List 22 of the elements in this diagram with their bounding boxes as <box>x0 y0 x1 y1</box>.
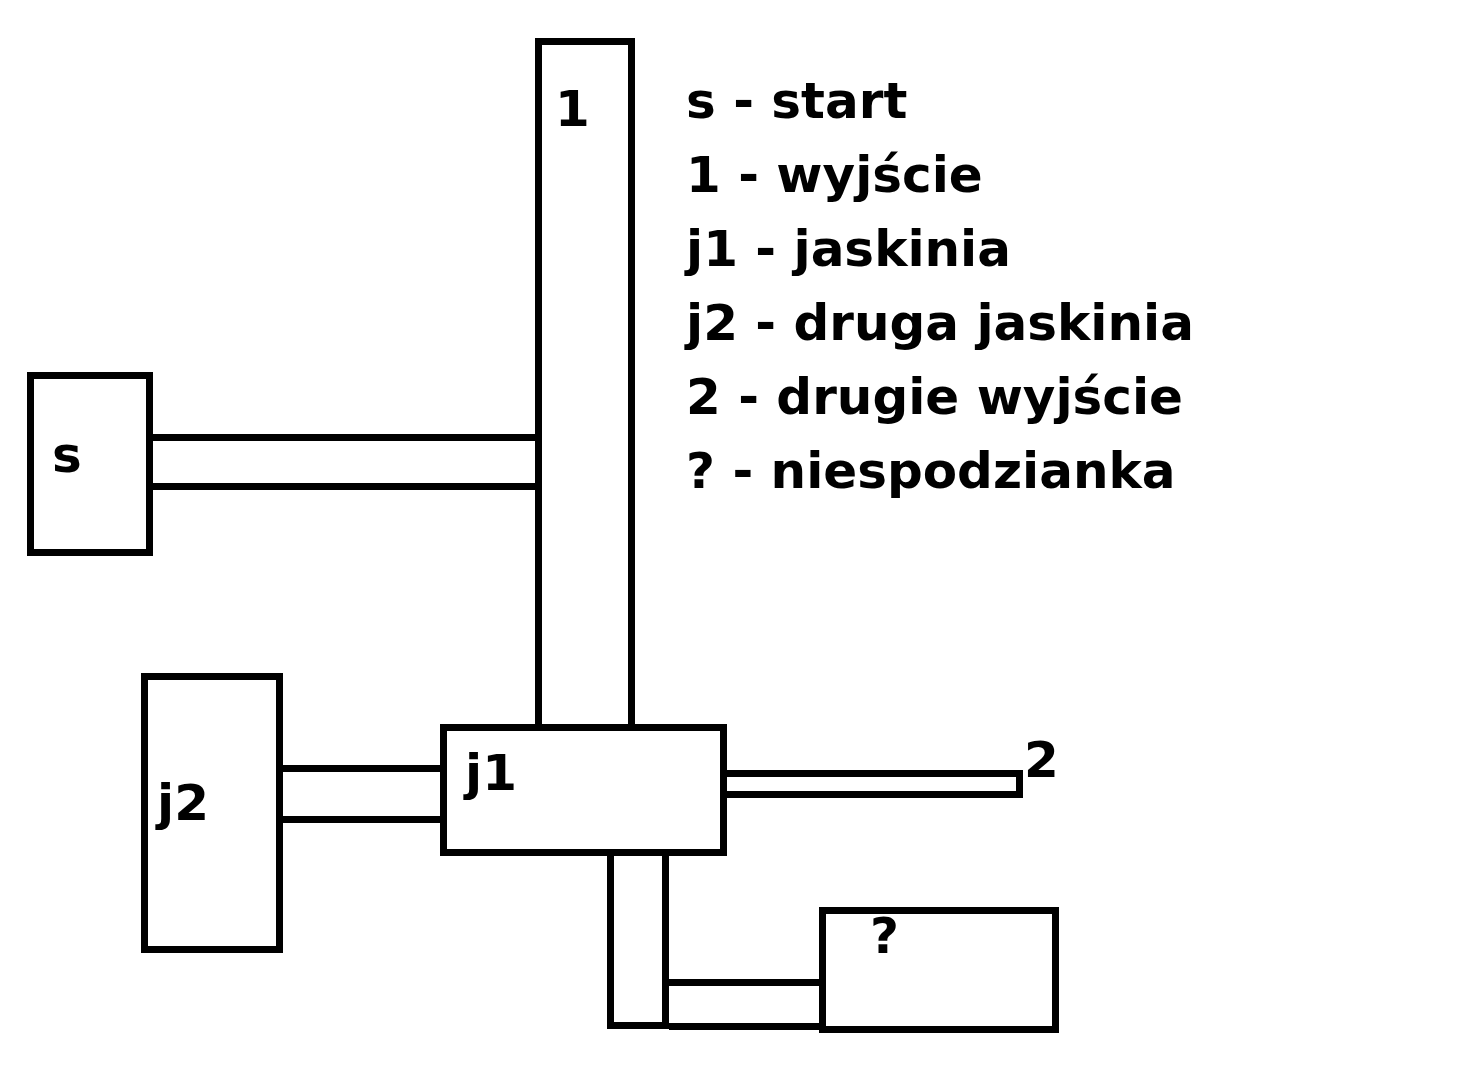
passage-label: 2 <box>1024 735 1059 785</box>
key-text: s - start <box>686 71 908 132</box>
room-box <box>27 372 153 556</box>
passage-band <box>727 770 1023 798</box>
room-box <box>440 724 727 856</box>
passage-band <box>283 765 440 823</box>
room-label: ? <box>870 911 899 961</box>
room-box <box>535 38 635 724</box>
room-label: j1 <box>465 748 517 798</box>
key-text: 1 - wyjście <box>686 145 983 206</box>
key-text: 2 - drugie wyjście <box>686 367 1184 428</box>
passage-band <box>607 856 669 1029</box>
key-text: j2 - druga jaskinia <box>686 293 1194 354</box>
passage-band <box>153 434 535 490</box>
key-text: j1 - jaskinia <box>686 219 1011 280</box>
room-label: s <box>52 430 82 480</box>
passage-band <box>669 979 819 1030</box>
room-label: 1 <box>555 84 590 134</box>
room-label: j2 <box>157 778 209 828</box>
key-text: ? - niespodzianka <box>686 441 1176 502</box>
room-box <box>819 907 1059 1033</box>
room-box <box>141 673 283 953</box>
